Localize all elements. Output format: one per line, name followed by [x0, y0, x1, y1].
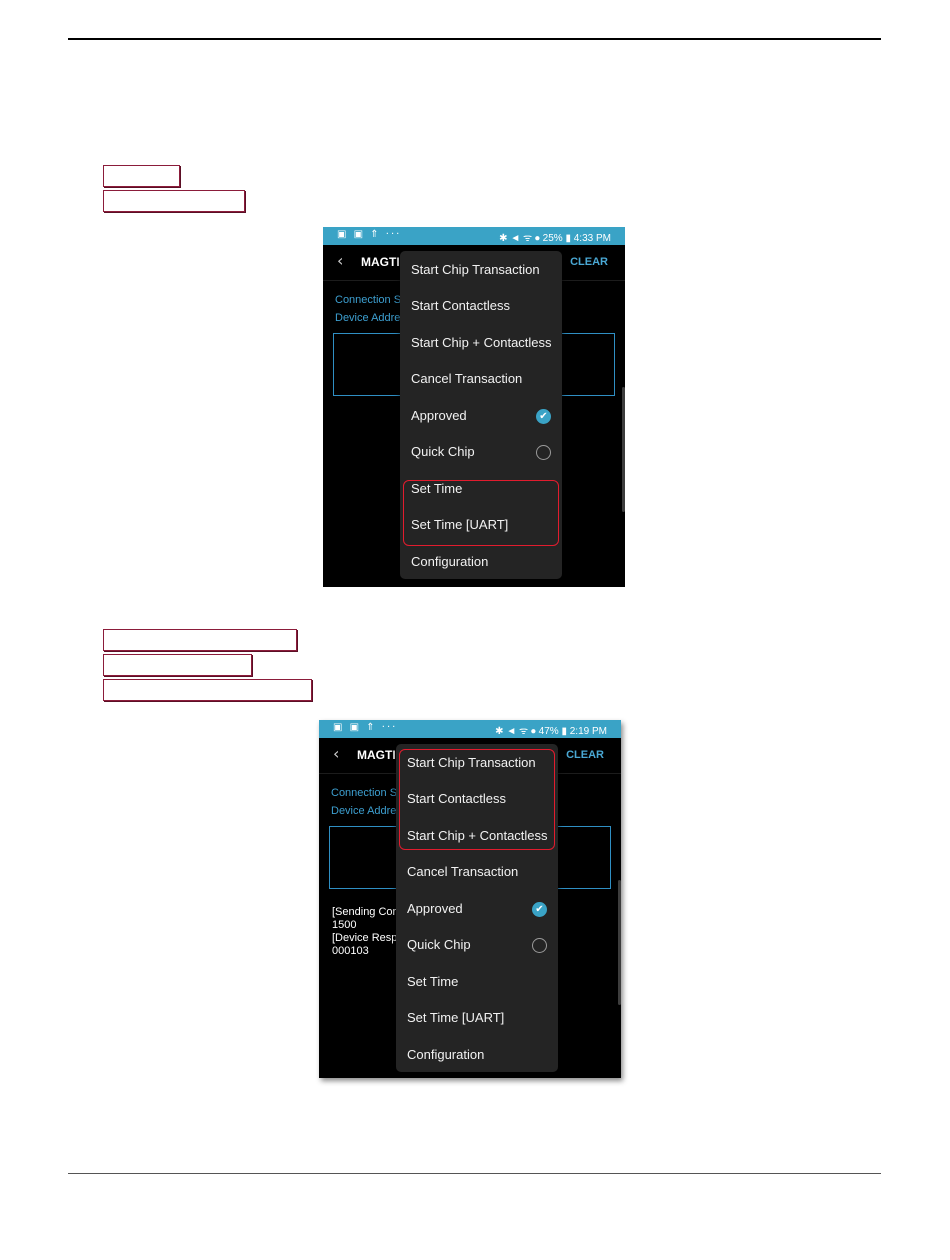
menu-item-configuration[interactable]: Configuration	[411, 554, 489, 569]
chevron-left-icon[interactable]: ‹	[337, 251, 344, 270]
highlight-box	[399, 749, 555, 850]
status-readout: ✱ ◄ ᯤ ⦁ 47% ▮ 2:19 PM	[495, 726, 607, 737]
link-box[interactable]	[103, 654, 252, 676]
link-box[interactable]	[103, 165, 180, 187]
app-title: MAGTI	[357, 748, 396, 762]
menu-item-set-time-uart[interactable]: Set Time [UART]	[407, 1010, 505, 1025]
log-line: [Device Resp	[332, 932, 398, 944]
status-bar: ▣ ▣ ⇑ ··· ✱ ◄ ᯤ ⦁ 47% ▮ 2:19 PM	[319, 720, 621, 738]
log-line: 1500	[332, 919, 357, 931]
scrollbar[interactable]	[622, 387, 625, 512]
menu-item-start-chip-transaction[interactable]: Start Chip Transaction	[411, 262, 540, 277]
footer-rule	[68, 1173, 881, 1174]
phone-screenshot-start-transaction: ▣ ▣ ⇑ ··· ✱ ◄ ᯤ ⦁ 47% ▮ 2:19 PM ‹ MAGTI …	[319, 720, 621, 1078]
connection-status-label: Connection S	[331, 787, 398, 799]
device-address-label: Device Addre	[335, 312, 401, 324]
connection-status-label: Connection S	[335, 294, 402, 306]
link-box[interactable]	[103, 190, 245, 212]
app-title: MAGTI	[361, 255, 400, 269]
menu-item-start-chip-transaction[interactable]: Start Chip Transaction	[407, 755, 536, 770]
menu-item-quick-chip[interactable]: Quick Chip	[396, 927, 558, 963]
overflow-menu: Start Chip Transaction Start Contactless…	[396, 744, 558, 1072]
menu-item-configuration[interactable]: Configuration	[407, 1047, 485, 1062]
clear-button[interactable]: CLEAR	[566, 749, 604, 761]
menu-item-cancel-transaction[interactable]: Cancel Transaction	[411, 371, 523, 386]
clear-button[interactable]: CLEAR	[570, 256, 608, 268]
menu-item-approved[interactable]: Approved ✔	[396, 891, 558, 927]
menu-item-start-contactless[interactable]: Start Contactless	[407, 791, 506, 806]
header-rule	[68, 38, 881, 40]
menu-item-set-time-uart[interactable]: Set Time [UART]	[411, 517, 509, 532]
scrollbar[interactable]	[618, 880, 621, 1005]
log-line: 000103	[332, 945, 369, 957]
link-box[interactable]	[103, 679, 312, 701]
device-address-label: Device Addre	[331, 805, 397, 817]
radio-empty-icon[interactable]	[536, 445, 551, 460]
menu-item-start-chip-contactless[interactable]: Start Chip + Contactless	[411, 335, 552, 350]
status-icons: ▣ ▣ ⇑ ···	[333, 722, 398, 733]
status-bar: ▣ ▣ ⇑ ··· ✱ ◄ ᯤ ⦁ 25% ▮ 4:33 PM	[323, 227, 625, 245]
phone-screenshot-set-time: ▣ ▣ ⇑ ··· ✱ ◄ ᯤ ⦁ 25% ▮ 4:33 PM ‹ MAGTI …	[323, 227, 625, 587]
menu-item-quick-chip[interactable]: Quick Chip	[400, 434, 562, 470]
menu-item-set-time[interactable]: Set Time	[407, 974, 459, 989]
check-circle-icon[interactable]: ✔	[532, 902, 547, 917]
menu-item-set-time[interactable]: Set Time	[411, 481, 463, 496]
chevron-left-icon[interactable]: ‹	[333, 744, 340, 763]
status-readout: ✱ ◄ ᯤ ⦁ 25% ▮ 4:33 PM	[499, 233, 611, 244]
check-circle-icon[interactable]: ✔	[536, 409, 551, 424]
highlight-box	[403, 480, 559, 546]
status-icons: ▣ ▣ ⇑ ···	[337, 229, 402, 240]
radio-empty-icon[interactable]	[532, 938, 547, 953]
link-box[interactable]	[103, 629, 297, 651]
log-line: [Sending Cor	[332, 906, 397, 918]
menu-item-start-chip-contactless[interactable]: Start Chip + Contactless	[407, 828, 548, 843]
menu-item-start-contactless[interactable]: Start Contactless	[411, 298, 510, 313]
menu-item-approved[interactable]: Approved ✔	[400, 398, 562, 434]
overflow-menu: Start Chip Transaction Start Contactless…	[400, 251, 562, 579]
menu-item-cancel-transaction[interactable]: Cancel Transaction	[407, 864, 519, 879]
